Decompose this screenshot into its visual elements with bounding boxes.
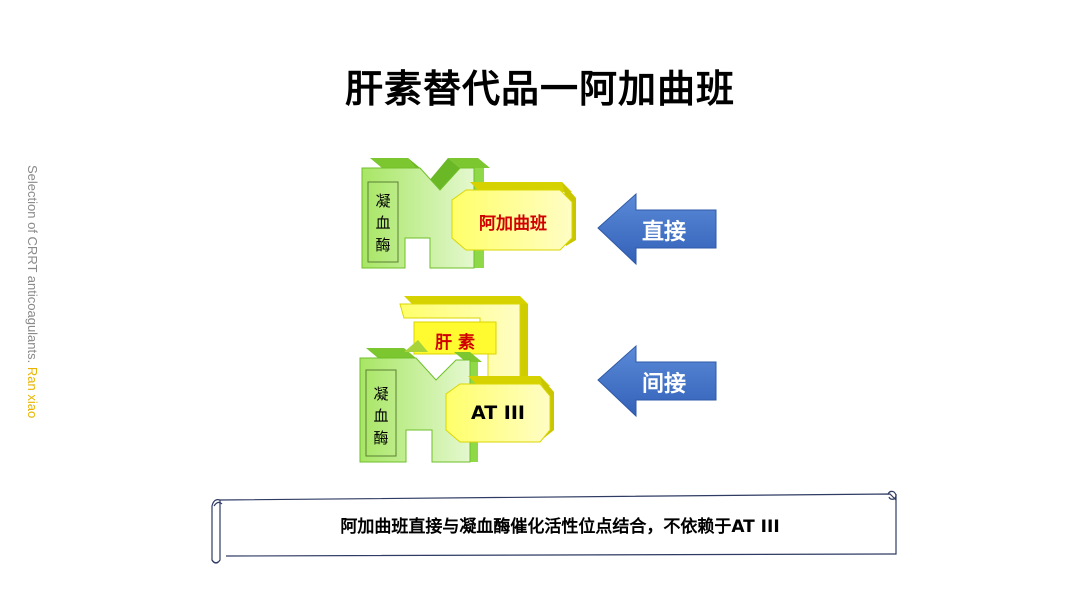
note-text: 阿加曲班直接与凝血酶催化活性位点结合，不依赖于AT III <box>340 517 780 537</box>
indirect-enzyme-label: 凝血酶 <box>373 385 389 447</box>
argatroban-block <box>451 182 576 251</box>
direct-arrow-label: 直接 <box>641 220 686 245</box>
page-title: 肝素替代品一阿加曲班 <box>344 67 735 111</box>
at3-block <box>445 376 554 443</box>
direct-enzyme-label: 凝血酶 <box>375 192 391 254</box>
argatroban-label: 阿加曲班 <box>479 214 547 234</box>
indirect-arrow-label: 间接 <box>641 372 686 397</box>
heparin-bridge-block <box>399 296 528 379</box>
indirect-arrow <box>597 344 717 418</box>
at3-label: AT III <box>470 402 525 424</box>
direct-arrow <box>597 192 717 266</box>
note-scroll <box>211 490 897 564</box>
heparin-label: 肝 素 <box>435 333 475 353</box>
